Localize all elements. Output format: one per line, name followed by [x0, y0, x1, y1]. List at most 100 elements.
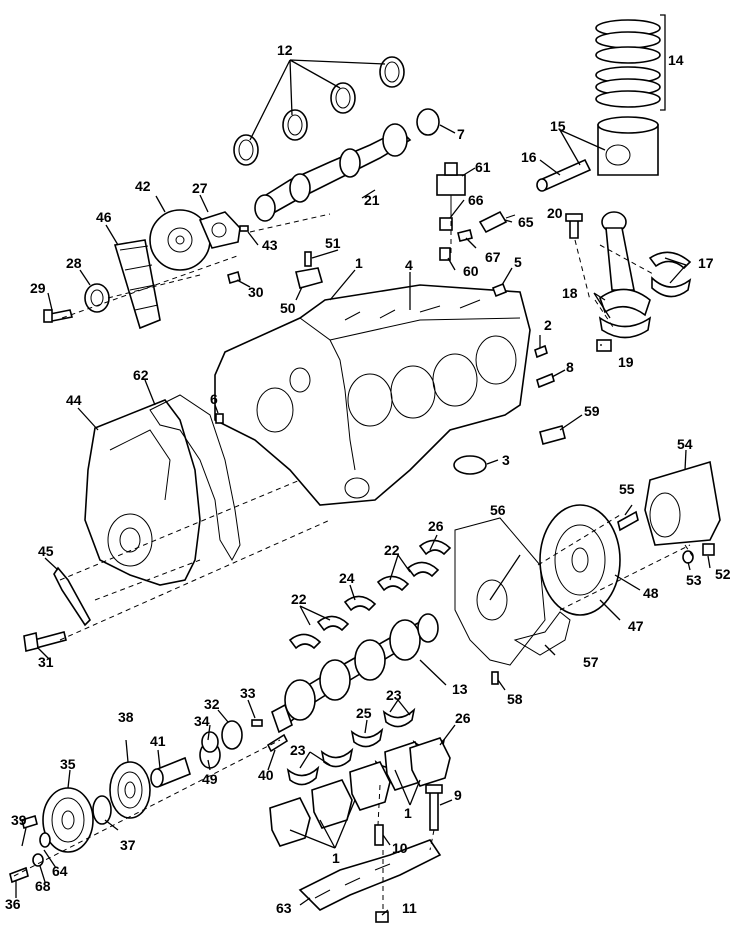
piston-rings [595, 19, 661, 108]
callout-11: 11 [402, 900, 417, 916]
crank-sprocket-28 [84, 283, 110, 313]
callout-64: 64 [52, 863, 68, 879]
rod-bolt [565, 213, 583, 239]
callout-46: 46 [96, 209, 112, 225]
callout-49: 49 [202, 771, 218, 787]
cam-plug [416, 108, 440, 136]
callout-65: 65 [518, 214, 534, 230]
rear-plate-56 [454, 517, 546, 666]
bolt-39 [21, 814, 38, 830]
callout-33: 33 [240, 685, 256, 701]
spacer-34 [201, 731, 219, 753]
callout-24: 24 [339, 570, 355, 586]
nut-11 [375, 911, 389, 923]
callout-44: 44 [66, 392, 82, 408]
dowel-2 [534, 344, 548, 359]
main-bearings-upper [288, 539, 452, 650]
callout-34: 34 [194, 713, 210, 729]
bolt-29 [43, 309, 74, 323]
callout-53: 53 [686, 572, 702, 588]
harmonic-balancer-38 [109, 761, 151, 819]
callout-29: 29 [30, 280, 46, 296]
callout-66: 66 [468, 192, 484, 208]
callout-14: 14 [668, 52, 684, 68]
callout-59: 59 [584, 403, 600, 419]
fitting-67 [457, 229, 473, 242]
callout-5: 5 [514, 254, 522, 270]
oil-slinger-41 [150, 756, 191, 788]
crankshaft [271, 613, 439, 734]
oil-pressure-sender [436, 162, 466, 212]
timing-pointer-45 [53, 566, 91, 627]
callout-31: 31 [38, 654, 54, 670]
camshaft-bearings [233, 56, 405, 166]
alignment-lines [13, 212, 696, 910]
stud-10 [374, 824, 384, 846]
callout-60: 60 [463, 263, 479, 279]
callout-36: 36 [5, 896, 21, 912]
bolt-31 [23, 631, 67, 652]
plug-3 [453, 455, 487, 475]
callout-42: 42 [135, 178, 151, 194]
callout-58: 58 [507, 691, 523, 707]
connecting-rod [598, 211, 652, 339]
callout-55: 55 [619, 481, 635, 497]
washer-64 [39, 832, 51, 848]
callout-63: 63 [276, 900, 292, 916]
callout-1: 1 [355, 255, 363, 271]
callout-26b: 26 [455, 710, 471, 726]
piston-pin [536, 158, 592, 192]
oil-filter-adapter-50 [295, 267, 323, 289]
callout-3: 3 [502, 452, 510, 468]
key-40 [266, 733, 289, 753]
callout-17: 17 [698, 255, 714, 271]
washer-37 [92, 795, 112, 825]
thrust-plate-27 [198, 211, 241, 249]
callout-37: 37 [120, 837, 136, 853]
dowel-8 [536, 372, 555, 389]
bolt-9 [425, 784, 443, 831]
callout-20: 20 [547, 205, 563, 221]
gear-32 [221, 720, 243, 750]
callout-61: 61 [475, 159, 491, 175]
callout-19: 19 [618, 354, 634, 370]
callout-67: 67 [485, 249, 501, 265]
fitting-60 [439, 247, 451, 261]
washer-53 [682, 550, 694, 564]
key-33 [251, 719, 263, 727]
callout-15: 15 [550, 118, 566, 134]
callout-4: 4 [405, 257, 413, 273]
engine-block [214, 284, 531, 506]
callout-25: 25 [356, 705, 372, 721]
callout-50: 50 [280, 300, 296, 316]
bolt-55 [617, 510, 639, 532]
coupler-54 [644, 460, 721, 546]
camshaft [254, 123, 412, 222]
plug-59 [539, 425, 566, 445]
callout-57: 57 [583, 654, 599, 670]
oil-pan-baffle [298, 839, 442, 911]
callout-10: 10 [392, 840, 408, 856]
key-43 [239, 225, 249, 232]
callout-28: 28 [66, 255, 82, 271]
callout-16: 16 [521, 149, 537, 165]
temperature-sender [478, 210, 516, 234]
seal-retainer-57 [513, 611, 571, 656]
leader-lines [15, 14, 711, 916]
pin-6 [215, 413, 224, 424]
dowel-5 [491, 282, 508, 298]
timing-cover [84, 399, 201, 586]
flywheel-48 [539, 504, 621, 616]
callout-12: 12 [277, 42, 293, 58]
callout-7: 7 [457, 126, 465, 142]
timing-chain [113, 239, 161, 330]
fitting-66 [439, 217, 453, 231]
callout-54: 54 [677, 436, 693, 452]
callout-23b: 23 [290, 742, 306, 758]
washer-68 [32, 853, 44, 867]
callout-21: 21 [364, 192, 380, 208]
callout-62: 62 [133, 367, 149, 383]
callout-48: 48 [643, 585, 659, 601]
callout-39: 39 [11, 812, 27, 828]
